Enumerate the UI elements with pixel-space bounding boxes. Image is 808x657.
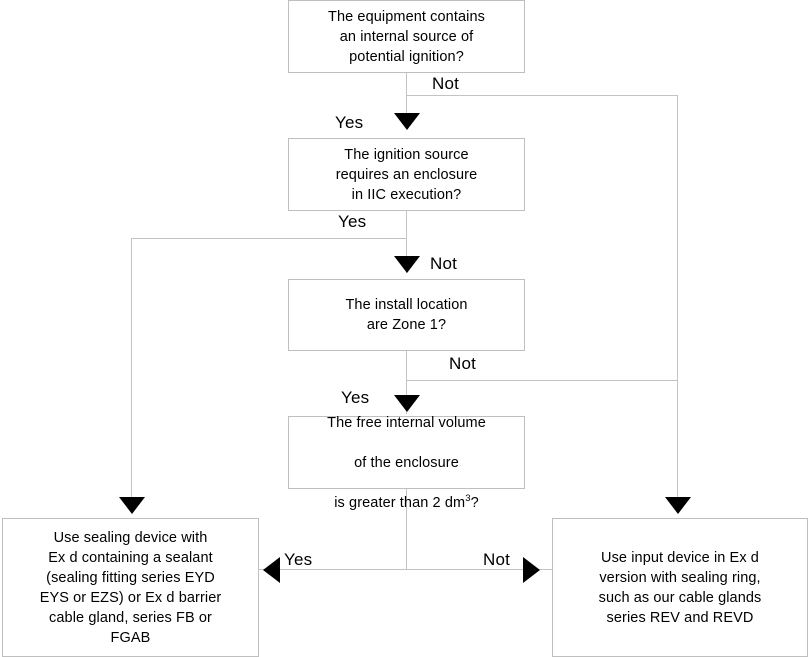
connector-q1-stem xyxy=(406,73,407,95)
decision-node-iic-enclosure-text: The ignition source requires an enclosur… xyxy=(335,146,478,203)
decision-node-equipment-ignition-source-text: The equipment contains an internal sourc… xyxy=(328,8,485,65)
decision-node-free-internal-volume-text: The free internal volume of the enclosur… xyxy=(295,393,518,513)
volume-exponent: 3 xyxy=(465,492,471,504)
connector-q1-yes xyxy=(406,95,407,127)
edge-label-q4-not: Not xyxy=(483,550,511,569)
edge-label-q2-yes: Yes xyxy=(338,212,367,231)
connector-q1-not-horizontal xyxy=(406,95,678,96)
result-node-sealing-device-text: Use sealing device with Ex d containing … xyxy=(39,529,222,646)
connector-q2-yes-horizontal xyxy=(131,238,407,239)
volume-line-2: of the enclosure xyxy=(354,454,459,471)
connector-q1-not-vertical xyxy=(677,95,678,510)
connector-q3-stem xyxy=(406,351,407,380)
edge-label-q3-not: Not xyxy=(449,354,477,373)
arrowhead-to-result-left-from-q4 xyxy=(263,557,280,583)
connector-q2-stem xyxy=(406,211,407,238)
arrowhead-to-q4 xyxy=(394,395,420,412)
edge-label-q2-not: Not xyxy=(430,254,458,273)
decision-node-zone-1-text: The install location are Zone 1? xyxy=(345,297,468,333)
edge-label-q1-not: Not xyxy=(432,74,460,93)
arrowhead-to-result-right-from-q4 xyxy=(523,557,540,583)
result-node-input-device[interactable]: Use input device in Ex d version with se… xyxy=(552,518,808,657)
arrowhead-to-result-right-from-q1 xyxy=(665,497,691,514)
arrowhead-to-result-left-from-q2 xyxy=(119,497,145,514)
volume-line-3-prefix: is greater than 2 dm xyxy=(334,494,466,511)
connector-q3-not-horizontal xyxy=(406,380,678,381)
edge-label-q4-yes: Yes xyxy=(284,550,313,569)
decision-node-iic-enclosure[interactable]: The ignition source requires an enclosur… xyxy=(288,138,525,211)
volume-line-3-suffix: ? xyxy=(470,494,479,511)
result-node-input-device-text: Use input device in Ex d version with se… xyxy=(598,549,762,626)
volume-line-1: The free internal volume xyxy=(327,414,486,431)
result-node-sealing-device[interactable]: Use sealing device with Ex d containing … xyxy=(2,518,259,657)
edge-label-q1-yes: Yes xyxy=(335,113,364,132)
arrowhead-to-q3 xyxy=(394,256,420,273)
connector-q4-stem xyxy=(406,489,407,569)
connector-q2-yes-vertical xyxy=(131,238,132,510)
arrowhead-to-q2 xyxy=(394,113,420,130)
decision-node-equipment-ignition-source[interactable]: The equipment contains an internal sourc… xyxy=(288,0,525,73)
decision-node-zone-1[interactable]: The install location are Zone 1? xyxy=(288,279,525,351)
decision-node-free-internal-volume[interactable]: The free internal volume of the enclosur… xyxy=(288,415,525,511)
edge-label-q3-yes: Yes xyxy=(341,388,370,407)
connector-q2-not xyxy=(406,238,407,273)
